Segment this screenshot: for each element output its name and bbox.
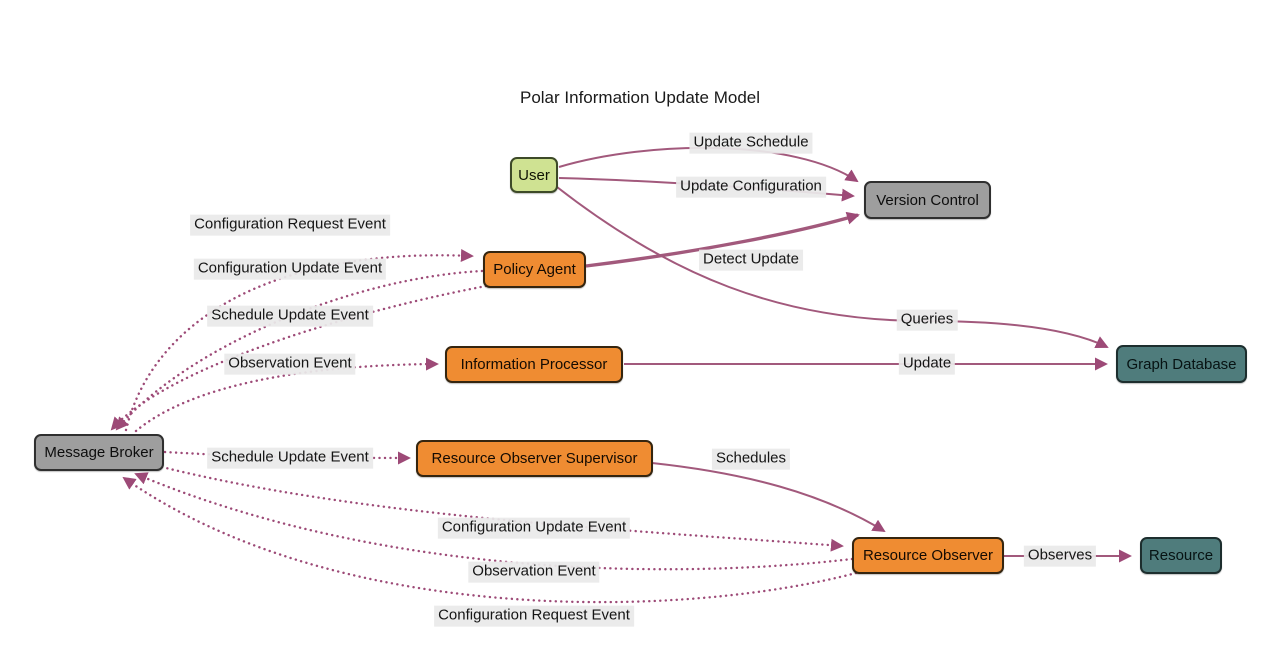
edge-message-broker-policy-agent-configuration-request-event (124, 249, 474, 432)
node-message-broker-label: Message Broker (44, 444, 154, 461)
node-resource-observer-supervisor: Resource Observer Supervisor (416, 440, 653, 477)
node-resource-observer-supervisor-label: Resource Observer Supervisor (431, 450, 638, 467)
node-graph-database: Graph Database (1116, 345, 1247, 383)
edge-label-detect-update: Detect Update (699, 249, 803, 271)
edge-resource-observer-message-broker-configuration-request-event (122, 476, 858, 604)
node-resource: Resource (1140, 537, 1222, 574)
node-version-control-label: Version Control (876, 191, 979, 209)
node-user: User (510, 157, 558, 193)
node-policy-agent-label: Policy Agent (493, 261, 576, 278)
edge-policy-agent-message-broker-configuration-update-event (115, 269, 484, 431)
edge-user-graph-database-queries (556, 186, 1109, 349)
edge-label-schedule-update-event-upper: Schedule Update Event (207, 305, 373, 327)
node-user-label: User (518, 166, 550, 184)
node-graph-database-label: Graph Database (1126, 355, 1237, 373)
node-resource-observer-label: Resource Observer (862, 547, 994, 564)
node-resource-label: Resource (1148, 547, 1214, 564)
edge-label-configuration-update-event-lower: Configuration Update Event (437, 517, 631, 539)
edge-label-update-configuration: Update Configuration (676, 176, 826, 198)
node-information-processor: Information Processor (445, 346, 623, 383)
edge-resource-observer-supervisor-resource-observer-schedules (651, 462, 886, 533)
node-resource-observer: Resource Observer (852, 537, 1004, 574)
node-message-broker: Message Broker (34, 434, 164, 471)
edge-label-update: Update (898, 353, 956, 375)
edge-label-observes: Observes (1023, 545, 1097, 567)
edge-policy-agent-message-broker-schedule-update-event (110, 284, 488, 431)
edge-label-observation-event-lower: Observation Event (468, 561, 600, 583)
node-policy-agent: Policy Agent (483, 251, 586, 288)
node-version-control: Version Control (864, 181, 991, 219)
edge-label-queries: Queries (896, 309, 958, 331)
edge-label-configuration-request-event-upper: Configuration Request Event (190, 214, 390, 236)
edge-label-schedule-update-event-lower: Schedule Update Event (207, 447, 373, 469)
edge-label-schedules: Schedules (711, 448, 791, 470)
diagram-title: Polar Information Update Model (519, 88, 761, 107)
edge-label-configuration-update-event-upper: Configuration Update Event (193, 258, 387, 280)
edge-policy-agent-version-control-detect-update (585, 211, 860, 268)
edge-label-update-schedule: Update Schedule (689, 132, 813, 154)
node-information-processor-label: Information Processor (460, 356, 608, 373)
edge-message-broker-resource-observer-supervisor-schedule-update-event (163, 450, 411, 465)
edge-label-configuration-request-event-lower: Configuration Request Event (434, 605, 634, 627)
edge-label-observation-event-upper: Observation Event (224, 353, 356, 375)
